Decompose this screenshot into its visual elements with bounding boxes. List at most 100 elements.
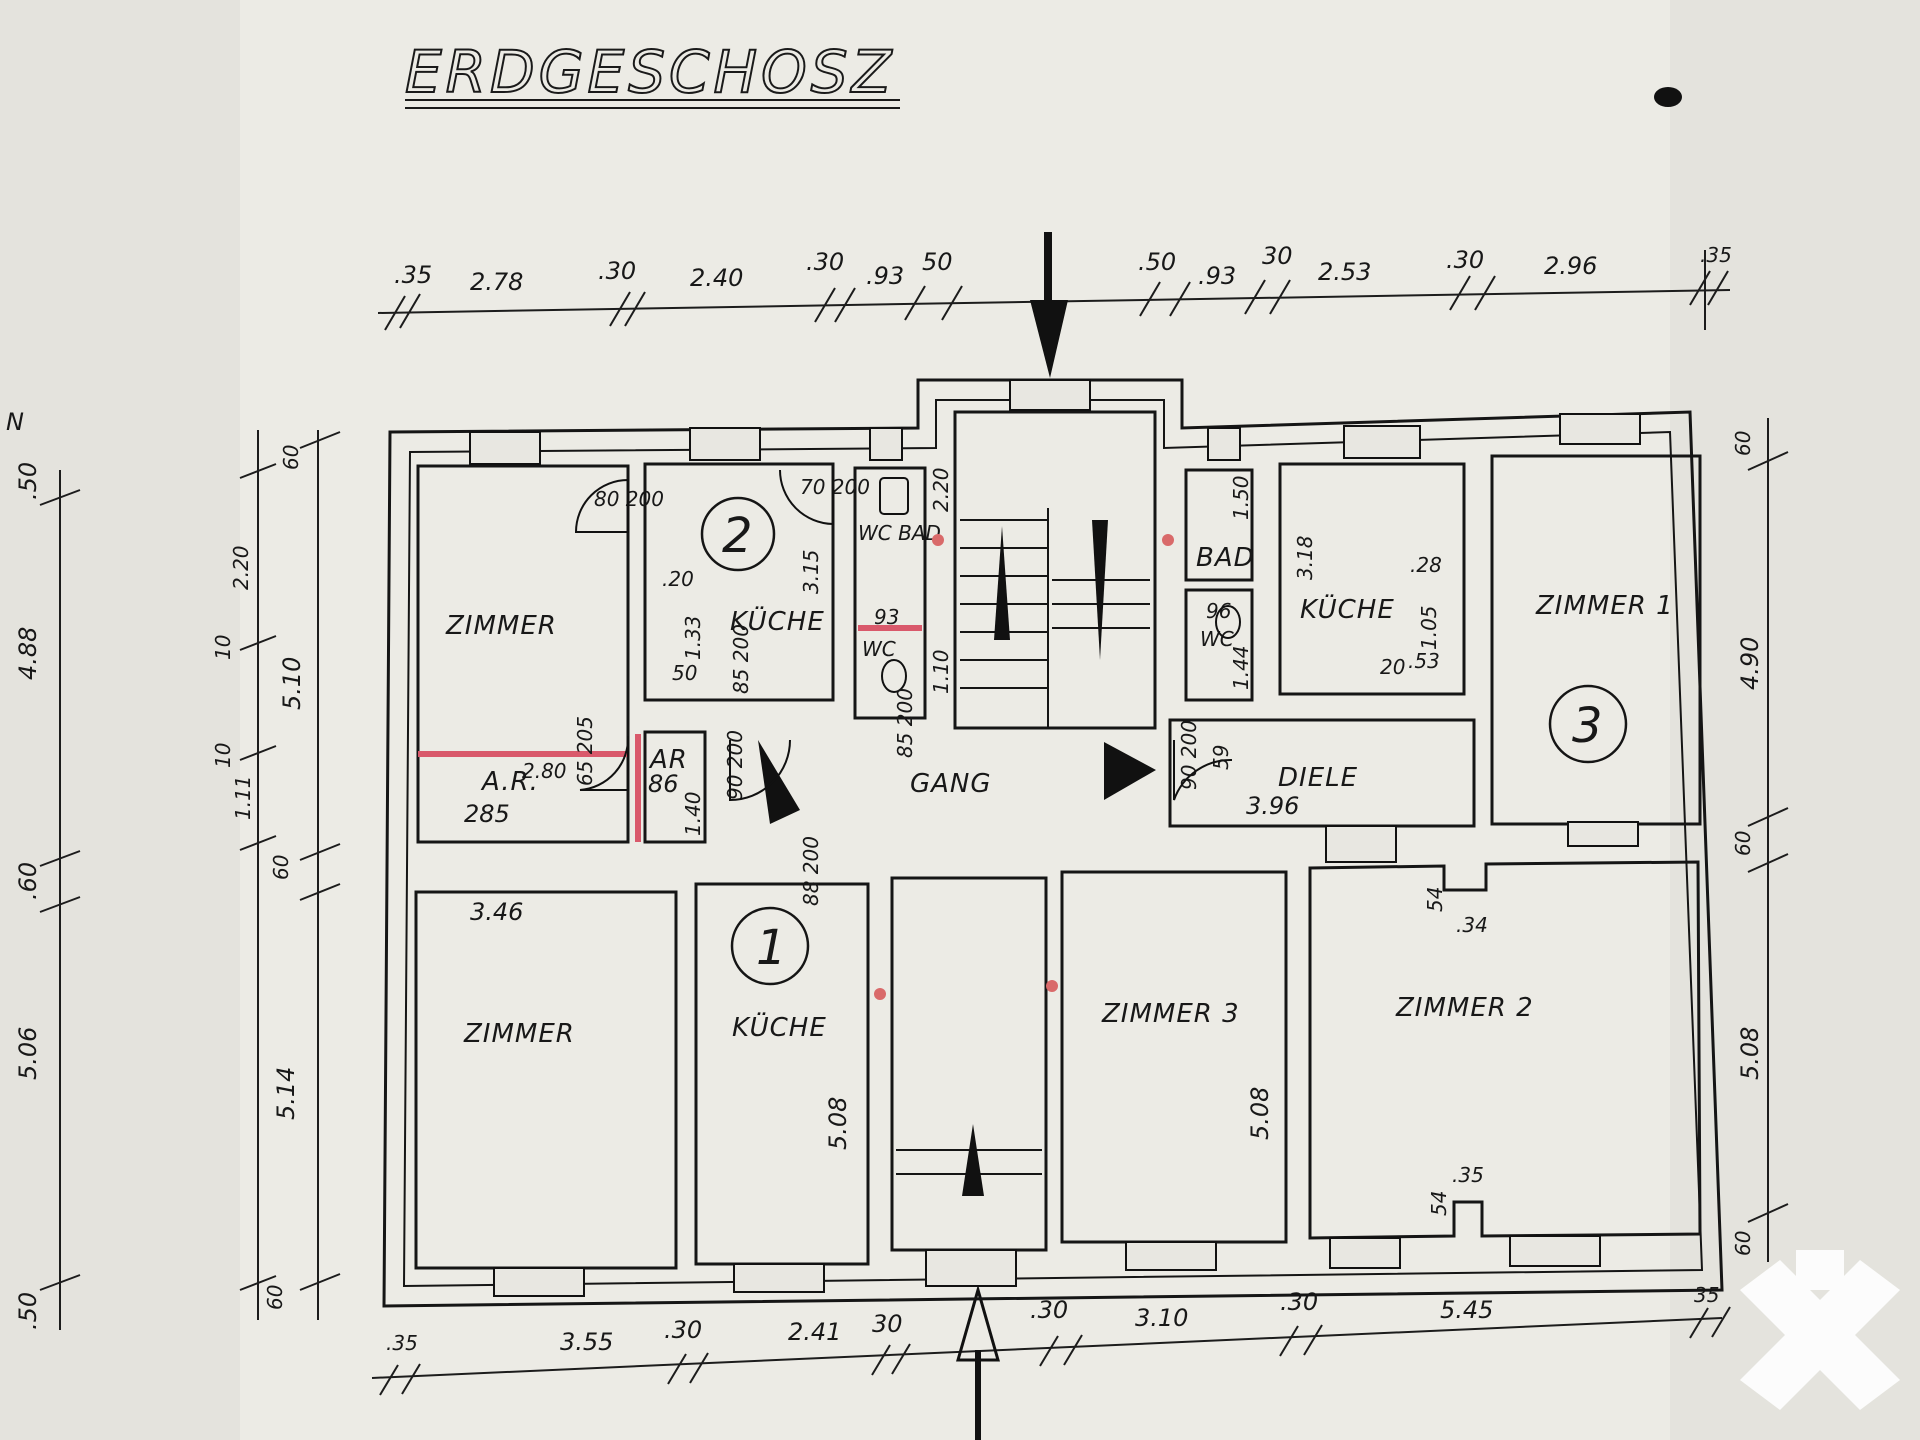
- dim-right-2: 60: [1731, 831, 1755, 856]
- room-wc-right: [1184, 588, 1254, 702]
- label-k3-28: .28: [1410, 553, 1442, 577]
- label-door-88: 88 200: [799, 836, 823, 906]
- dim-top-10: 2.53: [1318, 258, 1371, 286]
- label-wc-144: 1.44: [1229, 645, 1253, 690]
- watermark-logo: [1740, 1250, 1900, 1410]
- dim-top-6: 50: [922, 248, 953, 276]
- room-label-wc-right: WC: [1200, 627, 1234, 651]
- label-stair-220: 2.20: [929, 467, 953, 512]
- unit-number-3: 3: [1572, 698, 1603, 754]
- label-k3-318: 3.18: [1293, 535, 1317, 580]
- bottom-dimension-chain: [371, 1306, 1731, 1396]
- dim-bottom-3: 2.41: [788, 1318, 841, 1346]
- dim-right-4: 60: [1731, 1231, 1755, 1256]
- label-z2-54b: 54: [1427, 1191, 1451, 1216]
- dim-bottom-9: 35: [1694, 1283, 1719, 1307]
- room-label-kueche-3: KÜCHE: [1300, 593, 1395, 625]
- label-door-85-k2: 85 200: [729, 624, 753, 694]
- dim-top-3: 2.40: [690, 264, 743, 292]
- marker-dot: [874, 988, 886, 1000]
- entrance-arrow-bottom: [956, 1284, 1000, 1440]
- label-ar-86: 86: [648, 770, 679, 798]
- label-ar-140: 1.40: [681, 791, 705, 836]
- room-label-gang: GANG: [910, 769, 992, 799]
- dim-top-5: .93: [866, 262, 904, 290]
- room-bad-right: [1184, 468, 1254, 582]
- dim-left-outer-2: .60: [14, 862, 42, 900]
- label-door-85-stair: 85 200: [893, 688, 917, 758]
- dim-right-3: 5.08: [1736, 1027, 1764, 1080]
- room-label-ar: AR: [648, 745, 688, 775]
- dim-left-inner-6: 60: [269, 855, 293, 880]
- dim-right-0: 60: [1731, 431, 1755, 456]
- dim-top-7: .50: [1138, 248, 1176, 276]
- edge-letter-n: N: [6, 408, 24, 436]
- room-label-zimmer-lower-left: ZIMMER: [463, 1019, 575, 1049]
- room-label-ak: A.R.: [480, 767, 539, 797]
- unit-number-1: 1: [756, 920, 787, 976]
- label-z2-35: .35: [1452, 1163, 1484, 1187]
- label-stair-110: 1.10: [929, 649, 953, 694]
- dim-left-inner-5: 1.11: [231, 775, 255, 820]
- label-z2-34: .34: [1456, 913, 1488, 937]
- label-k2-50: 50: [672, 661, 697, 685]
- dim-left-inner-0: 60: [279, 445, 303, 470]
- dim-left-inner-1: 2.20: [229, 545, 253, 590]
- room-wc-bad-left: [853, 466, 927, 720]
- stairwell: [953, 410, 1157, 730]
- dim-top-13: .35: [1700, 243, 1732, 267]
- room-label-wc-bad-left: WC BAD: [858, 521, 941, 545]
- toilet-icon-left: [881, 659, 907, 693]
- dim-left-outer-3: 5.06: [14, 1027, 42, 1080]
- flag-marker: [1104, 742, 1156, 800]
- outer-wall: [382, 378, 1724, 1308]
- dim-left-inner-3: 5.10: [278, 657, 306, 710]
- dim-left-outer-0: .50: [14, 462, 42, 500]
- door-swings: [574, 469, 1233, 802]
- room-ar: [643, 730, 707, 844]
- label-z-346: 3.46: [470, 898, 523, 926]
- dim-top-8: .93: [1198, 262, 1236, 290]
- unit-number-circle-3: [1548, 684, 1628, 764]
- stair-lower-arrow: [962, 1124, 984, 1196]
- stair-arrow-up: [994, 526, 1010, 640]
- room-label-kueche-1: KÜCHE: [732, 1011, 827, 1043]
- left-inner-dimension-chain: [239, 430, 341, 1320]
- label-k1-508: 5.08: [824, 1097, 852, 1150]
- dim-top-9: 30: [1262, 242, 1293, 270]
- unit-number-circle-1: [730, 906, 810, 986]
- dim-bottom-7: .30: [1280, 1288, 1318, 1316]
- ink-blot: [1654, 87, 1682, 107]
- dim-left-inner-7: 5.14: [272, 1067, 300, 1120]
- room-kueche-3: [1278, 462, 1466, 696]
- label-door-90-ar: 90 200: [723, 730, 747, 800]
- entrance-arrow-top: [1030, 232, 1068, 378]
- dim-bottom-5: .30: [1030, 1296, 1068, 1324]
- dim-top-4: .30: [806, 248, 844, 276]
- dim-top-1: 2.78: [470, 268, 523, 296]
- dim-left-inner-2: 10: [211, 635, 235, 660]
- label-z3-508: 5.08: [1246, 1087, 1274, 1140]
- room-zimmer-2: [1308, 860, 1702, 1240]
- plan-title: ERDGESCHOSZ: [405, 38, 895, 106]
- label-door-70: 70 200: [800, 475, 870, 499]
- label-ak-285: 285: [464, 800, 510, 828]
- marker-dot: [1162, 534, 1174, 546]
- room-diele: [1168, 718, 1476, 828]
- label-k2-133: 1.33: [681, 615, 705, 660]
- toilet-icon-right: [1215, 605, 1241, 639]
- label-diele-door: 90 200: [1177, 720, 1201, 790]
- unit-number-circle-2: [700, 496, 776, 572]
- label-k3-53: .53: [1408, 649, 1440, 673]
- outer-wall-inner-line: [402, 399, 1704, 1288]
- dim-left-inner-4: 10: [211, 743, 235, 768]
- label-k3-20: 20: [1380, 655, 1405, 679]
- label-bad-150: 1.50: [1229, 475, 1253, 520]
- room-kueche-2: [643, 462, 835, 702]
- marker-dot: [932, 534, 944, 546]
- room-label-zimmer-2: ZIMMER 2: [1395, 993, 1534, 1023]
- right-dimension-chain: [1747, 418, 1789, 1262]
- dim-left-inner-8: 60: [263, 1285, 287, 1310]
- washbasin-icon-left: [879, 477, 909, 515]
